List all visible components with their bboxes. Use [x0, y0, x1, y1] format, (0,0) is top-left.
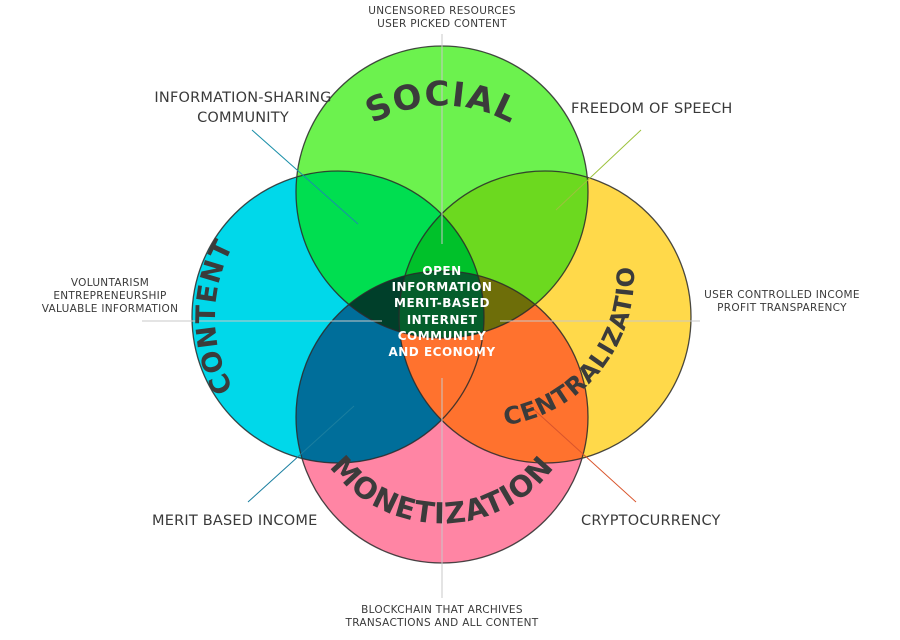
annotation-top-right: FREEDOM OF SPEECH: [571, 99, 791, 119]
center-line: INTERNET: [406, 312, 478, 327]
center-line: AND ECONOMY: [388, 345, 496, 360]
center-line: OPEN: [422, 264, 462, 278]
annotation-line: VOLUNTARISM: [70, 277, 150, 289]
annotation-line: UNCENSORED RESOURCES: [368, 5, 516, 17]
annotation-right: USER CONTROLLED INCOME PROFIT TRANSPAREN…: [696, 289, 868, 315]
annotation-top: UNCENSORED RESOURCES USER PICKED CONTENT: [332, 5, 552, 31]
annotation-line: ENTREPRENEURSHIP: [53, 290, 167, 302]
annotation-line: VALUABLE INFORMATION: [41, 303, 179, 315]
annotation-bottom: BLOCKCHAIN THAT ARCHIVES TRANSACTIONS AN…: [322, 604, 562, 630]
overlap-content-monetization: [296, 271, 484, 463]
annotation-line: PROFIT TRANSPARENCY: [717, 302, 847, 314]
annotation-line: MERIT BASED INCOME: [152, 513, 318, 529]
leader-bottom-left: [247, 405, 355, 503]
leader-top-left: [251, 129, 359, 225]
leader-bottom-right: [529, 405, 637, 503]
annotation-bottom-left: MERIT BASED INCOME: [152, 511, 372, 531]
leader-top-right: [555, 129, 642, 211]
center-label: OPEN INFORMATION MERIT-BASED INTERNET CO…: [362, 263, 522, 360]
annotation-line: COMMUNITY: [197, 110, 289, 126]
center-line: MERIT-BASED: [394, 296, 490, 311]
center-line: INFORMATION: [391, 280, 493, 295]
center-line: COMMUNITY: [397, 328, 487, 343]
annotation-top-left: INFORMATION-SHARING COMMUNITY: [128, 88, 358, 128]
annotation-line: TRANSACTIONS AND ALL CONTENT: [345, 617, 539, 629]
annotation-bottom-right: CRYPTOCURRENCY: [581, 511, 781, 531]
annotation-line: USER CONTROLLED INCOME: [704, 289, 860, 301]
overlap-decentralization-monetization: [399, 271, 588, 463]
annotation-line: FREEDOM OF SPEECH: [571, 101, 733, 117]
annotation-left: VOLUNTARISM ENTREPRENEURSHIP VALUABLE IN…: [30, 277, 190, 316]
annotation-line: USER PICKED CONTENT: [377, 18, 507, 30]
annotation-line: INFORMATION-SHARING: [154, 90, 332, 106]
annotation-line: BLOCKCHAIN THAT ARCHIVES: [361, 604, 523, 616]
annotation-line: CRYPTOCURRENCY: [581, 513, 721, 529]
